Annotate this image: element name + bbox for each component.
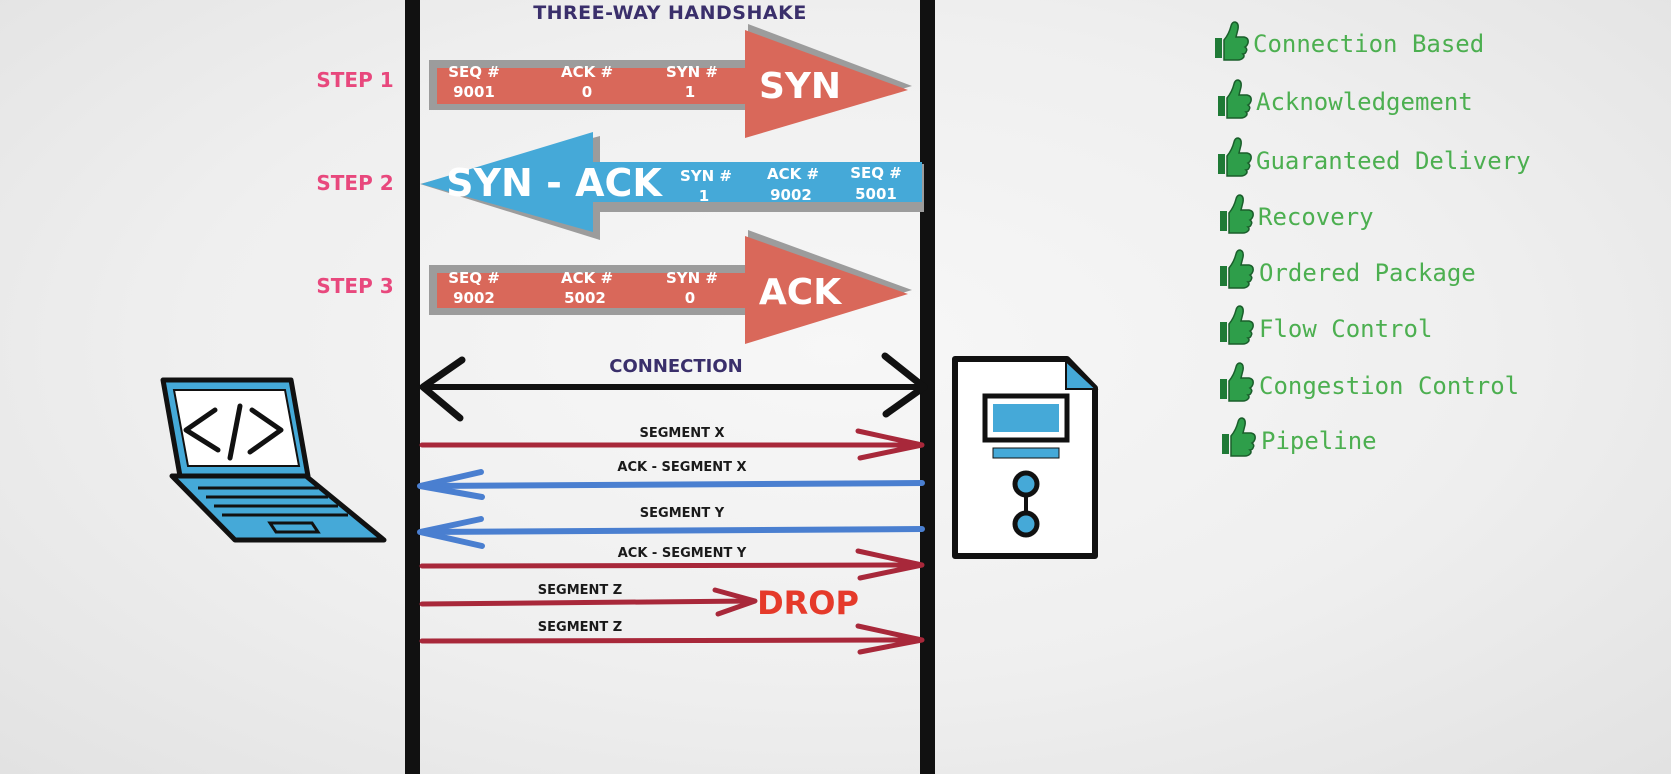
segment-y-label: SEGMENT Y xyxy=(640,506,725,521)
laptop-code-icon xyxy=(160,377,387,543)
step-2-field-1-name: SYN # xyxy=(680,167,732,185)
thumbs-up-icon xyxy=(1219,194,1254,234)
step-1-label: STEP 1 xyxy=(316,68,393,92)
segment-z-dropped-arrow: SEGMENT Z DROP xyxy=(419,583,859,622)
segment-z-dropped-label: SEGMENT Z xyxy=(538,583,622,598)
step-3-field-3-value: 0 xyxy=(685,289,695,307)
feature-item-congestion-control: Congestion Control xyxy=(1219,362,1519,402)
step-1-field-2-value: 0 xyxy=(582,83,592,101)
ack-segment-x-label: ACK - SEGMENT X xyxy=(617,460,746,475)
segment-z-arrow: SEGMENT Z xyxy=(419,620,925,655)
client-boundary-line xyxy=(405,0,420,774)
step-3-field-2-name: ACK # xyxy=(561,269,613,287)
step-2-label: STEP 2 xyxy=(316,171,393,195)
ack-segment-y-arrow: ACK - SEGMENT Y xyxy=(419,546,925,581)
thumbs-up-icon xyxy=(1219,249,1254,289)
step-1-field-2-name: ACK # xyxy=(561,63,613,81)
step-1-field-1-name: SEQ # xyxy=(448,63,500,81)
feature-label: Recovery xyxy=(1258,203,1374,231)
feature-item-ordered-package: Ordered Package xyxy=(1219,249,1476,289)
step-3-field-1-name: SEQ # xyxy=(448,269,500,287)
segment-x-label: SEGMENT X xyxy=(639,426,724,441)
segment-x-arrow: SEGMENT X xyxy=(419,426,925,461)
feature-label: Pipeline xyxy=(1261,427,1377,455)
ack-segment-y-label: ACK - SEGMENT Y xyxy=(618,546,747,561)
step-2-syn-ack-arrow: SYN - ACK SYN # 1 ACK # 9002 SEQ # 5001 xyxy=(420,132,924,240)
step-3-field-2-value: 5002 xyxy=(564,289,606,307)
step-1-field-1-value: 9001 xyxy=(453,83,495,101)
handshake-title: THREE-WAY HANDSHAKE xyxy=(533,2,807,24)
step-1-field-3-value: 1 xyxy=(685,83,695,101)
step-3-field-1-value: 9002 xyxy=(453,289,495,307)
feature-label: Guaranteed Delivery xyxy=(1256,147,1531,175)
thumbs-up-icon xyxy=(1221,417,1256,457)
feature-item-acknowledgement: Acknowledgement xyxy=(1217,79,1473,119)
ack-segment-x-arrow: ACK - SEGMENT X xyxy=(417,460,925,500)
step-1-syn-arrow: SYN SEQ # 9001 ACK # 0 SYN # 1 xyxy=(429,24,912,138)
step-3-ack-arrow: ACK SEQ # 9002 ACK # 5002 SYN # 0 xyxy=(429,230,912,344)
feature-item-connection-based: Connection Based xyxy=(1214,21,1484,61)
segment-y-arrow: SEGMENT Y xyxy=(417,506,925,549)
step-2-type: SYN - ACK xyxy=(446,161,663,205)
feature-label: Congestion Control xyxy=(1259,372,1519,400)
feature-item-pipeline: Pipeline xyxy=(1221,417,1377,457)
step-3-label: STEP 3 xyxy=(316,274,393,298)
feature-item-recovery: Recovery xyxy=(1219,194,1374,234)
feature-list: Connection Based Acknowledgement Guarant… xyxy=(1214,21,1531,457)
thumbs-up-icon xyxy=(1219,362,1254,402)
step-3-field-3-name: SYN # xyxy=(666,269,718,287)
step-2-field-3-value: 5001 xyxy=(855,185,897,203)
thumbs-up-icon xyxy=(1217,79,1252,119)
step-1-type: SYN xyxy=(759,66,841,107)
drop-label: DROP xyxy=(757,584,859,622)
thumbs-up-icon xyxy=(1217,137,1252,177)
step-2-field-2-value: 9002 xyxy=(770,186,812,204)
feature-label: Connection Based xyxy=(1253,30,1484,58)
step-2-field-2-name: ACK # xyxy=(767,165,819,183)
step-3-type: ACK xyxy=(759,272,842,313)
thumbs-up-icon xyxy=(1214,21,1249,61)
feature-label: Flow Control xyxy=(1259,315,1432,343)
connection-label: CONNECTION xyxy=(609,356,743,377)
feature-label: Ordered Package xyxy=(1259,259,1476,287)
segment-z-label: SEGMENT Z xyxy=(538,620,622,635)
step-2-field-1-value: 1 xyxy=(699,187,709,205)
feature-label: Acknowledgement xyxy=(1256,88,1473,116)
feature-item-guaranteed-delivery: Guaranteed Delivery xyxy=(1217,137,1531,177)
server-document-icon xyxy=(952,356,1099,559)
thumbs-up-icon xyxy=(1219,305,1254,345)
step-2-field-3-name: SEQ # xyxy=(850,164,902,182)
connection-arrow: CONNECTION xyxy=(419,352,928,422)
feature-item-flow-control: Flow Control xyxy=(1219,305,1432,345)
step-1-field-3-name: SYN # xyxy=(666,63,718,81)
